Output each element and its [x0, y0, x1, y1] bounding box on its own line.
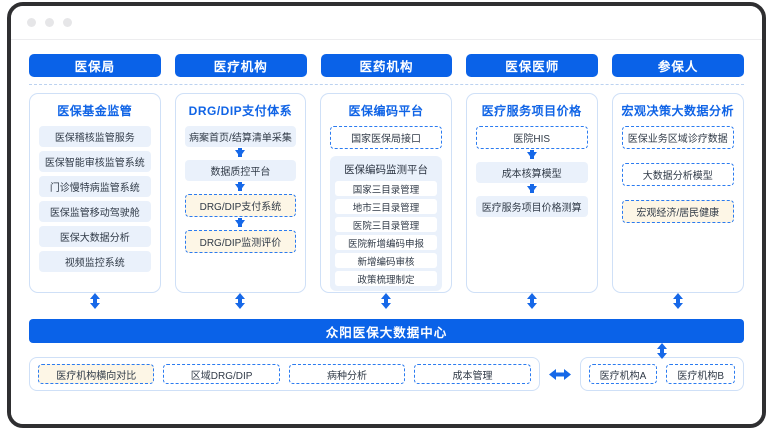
sub-node-new-code-review[interactable]: 新增编码审核 — [335, 253, 437, 268]
node-drg-dip-monitoring-evaluation[interactable]: DRG/DIP监测评价 — [184, 230, 297, 253]
node-hospital-his[interactable]: 医院HIS — [475, 126, 588, 149]
sub-node-national-catalog[interactable]: 国家三目录管理 — [335, 181, 437, 196]
node-cost-accounting-model[interactable]: 成本核算模型 — [475, 162, 588, 183]
bottom-node-institution-comparison[interactable]: 医疗机构横向对比 — [38, 364, 155, 384]
double-arrow-icon — [671, 293, 685, 309]
double-arrow-icon — [379, 293, 393, 309]
node-service-price-calculation[interactable]: 医疗服务项目价格测算 — [475, 196, 588, 217]
header-tab-medical-institution[interactable]: 医疗机构 — [174, 54, 307, 77]
column-title: 医保编码平台 — [348, 104, 424, 118]
subpanel-title: 医保编码监测平台 — [344, 164, 429, 176]
double-arrow-icon — [233, 293, 247, 309]
diagram-canvas: 医保局 医疗机构 医药机构 医保医师 参保人 医保基金监管 医保稽核监管服务 医… — [11, 40, 762, 424]
double-arrow-icon — [88, 293, 102, 309]
column-title: 宏观决策大数据分析 — [621, 104, 735, 118]
bottom-node-institution-a[interactable]: 医疗机构A — [588, 364, 658, 384]
subpanel-coding-monitoring: 医保编码监测平台 国家三目录管理 地市三目录管理 医院三目录管理 医院新增编码申… — [330, 156, 442, 291]
node-macro-economy-resident-health[interactable]: 宏观经济/居民健康 — [621, 200, 735, 223]
window-title-bar — [11, 6, 762, 40]
node-mobile-cockpit[interactable]: 医保监管移动驾驶舱 — [39, 201, 151, 222]
column-service-item-price: 医疗服务项目价格 医院HIS 成本核算模型 医疗服务项目价格测算 — [465, 93, 598, 309]
sub-node-hospital-catalog[interactable]: 医院三目录管理 — [335, 217, 437, 232]
column-fund-supervision: 医保基金监管 医保稽核监管服务 医保智能审核监管系统 门诊慢特病监管系统 医保监… — [29, 93, 161, 309]
node-bigdata-analysis[interactable]: 医保大数据分析 — [39, 226, 151, 247]
node-bigdata-analysis-model[interactable]: 大数据分析模型 — [621, 163, 735, 186]
columns-row: 医保基金监管 医保稽核监管服务 医保智能审核监管系统 门诊慢特病监管系统 医保监… — [29, 93, 745, 309]
header-tab-insurance-physician[interactable]: 医保医师 — [466, 54, 599, 77]
node-drg-dip-payment-system[interactable]: DRG/DIP支付系统 — [184, 194, 297, 217]
data-center-bar: 众阳医保大数据中心 — [29, 319, 744, 343]
node-data-quality-platform[interactable]: 数据质控平台 — [184, 160, 297, 181]
browser-window: 医保局 医疗机构 医药机构 医保医师 参保人 医保基金监管 医保稽核监管服务 医… — [7, 2, 766, 428]
column-title: 医疗服务项目价格 — [481, 104, 582, 118]
bottom-row: 医疗机构横向对比 区域DRG/DIP 病种分析 成本管理 医疗机构A 医疗机构B — [29, 343, 744, 391]
node-video-monitoring[interactable]: 视频监控系统 — [39, 251, 151, 272]
column-macro-decision-analysis: 宏观决策大数据分析 医保业务区域诊疗数据 大数据分析模型 宏观经济/居民健康 — [611, 93, 745, 309]
arrow-down-icon — [526, 184, 537, 193]
node-chronic-disease-system[interactable]: 门诊慢特病监管系统 — [39, 176, 151, 197]
maximize-dot[interactable] — [45, 18, 54, 27]
bottom-node-regional-drg-dip[interactable]: 区域DRG/DIP — [163, 364, 280, 384]
header-tab-insured-person[interactable]: 参保人 — [612, 54, 744, 77]
arrow-down-icon — [235, 148, 246, 157]
node-audit-supervision-service[interactable]: 医保稽核监管服务 — [39, 126, 151, 147]
minimize-dot[interactable] — [27, 18, 36, 27]
column-title: DRG/DIP支付体系 — [188, 104, 293, 118]
bottom-node-institution-b[interactable]: 医疗机构B — [666, 364, 735, 384]
sub-node-city-catalog[interactable]: 地市三目录管理 — [335, 199, 437, 214]
bottom-group-institutions: 医疗机构A 医疗机构B — [579, 343, 744, 391]
header-divider — [29, 84, 744, 85]
sub-node-new-code-declaration[interactable]: 医院新增编码申报 — [335, 235, 437, 250]
sub-node-policy-formulation[interactable]: 政策梳理制定 — [335, 271, 437, 286]
bottom-node-disease-analysis[interactable]: 病种分析 — [288, 364, 406, 384]
header-tab-medical-insurance-bureau[interactable]: 医保局 — [29, 54, 161, 77]
double-arrow-icon — [655, 343, 669, 359]
close-dot[interactable] — [63, 18, 72, 27]
column-drg-dip-payment: DRG/DIP支付体系 病案首页/结算清单采集 数据质控平台 DRG/DIP支付… — [174, 93, 307, 309]
arrow-down-icon — [235, 218, 246, 227]
header-tab-row: 医保局 医疗机构 医药机构 医保医师 参保人 — [29, 54, 744, 77]
bottom-group-analysis: 医疗机构横向对比 区域DRG/DIP 病种分析 成本管理 — [29, 357, 540, 391]
column-title: 医保基金监管 — [57, 104, 133, 118]
column-coding-platform: 医保编码平台 国家医保局接口 医保编码监测平台 国家三目录管理 地市三目录管理 … — [320, 93, 452, 309]
node-smart-review-system[interactable]: 医保智能审核监管系统 — [39, 151, 151, 172]
double-arrow-icon — [525, 293, 539, 309]
node-case-homepage-collection[interactable]: 病案首页/结算清单采集 — [184, 126, 297, 147]
node-regional-treatment-data[interactable]: 医保业务区域诊疗数据 — [621, 126, 735, 149]
node-national-bureau-interface[interactable]: 国家医保局接口 — [330, 126, 442, 149]
horizontal-double-arrow-icon — [548, 368, 571, 381]
arrow-down-icon — [235, 182, 246, 191]
header-tab-pharmaceutical-institution[interactable]: 医药机构 — [320, 54, 453, 77]
arrow-down-icon — [526, 150, 537, 159]
bottom-node-cost-management[interactable]: 成本管理 — [414, 364, 531, 384]
